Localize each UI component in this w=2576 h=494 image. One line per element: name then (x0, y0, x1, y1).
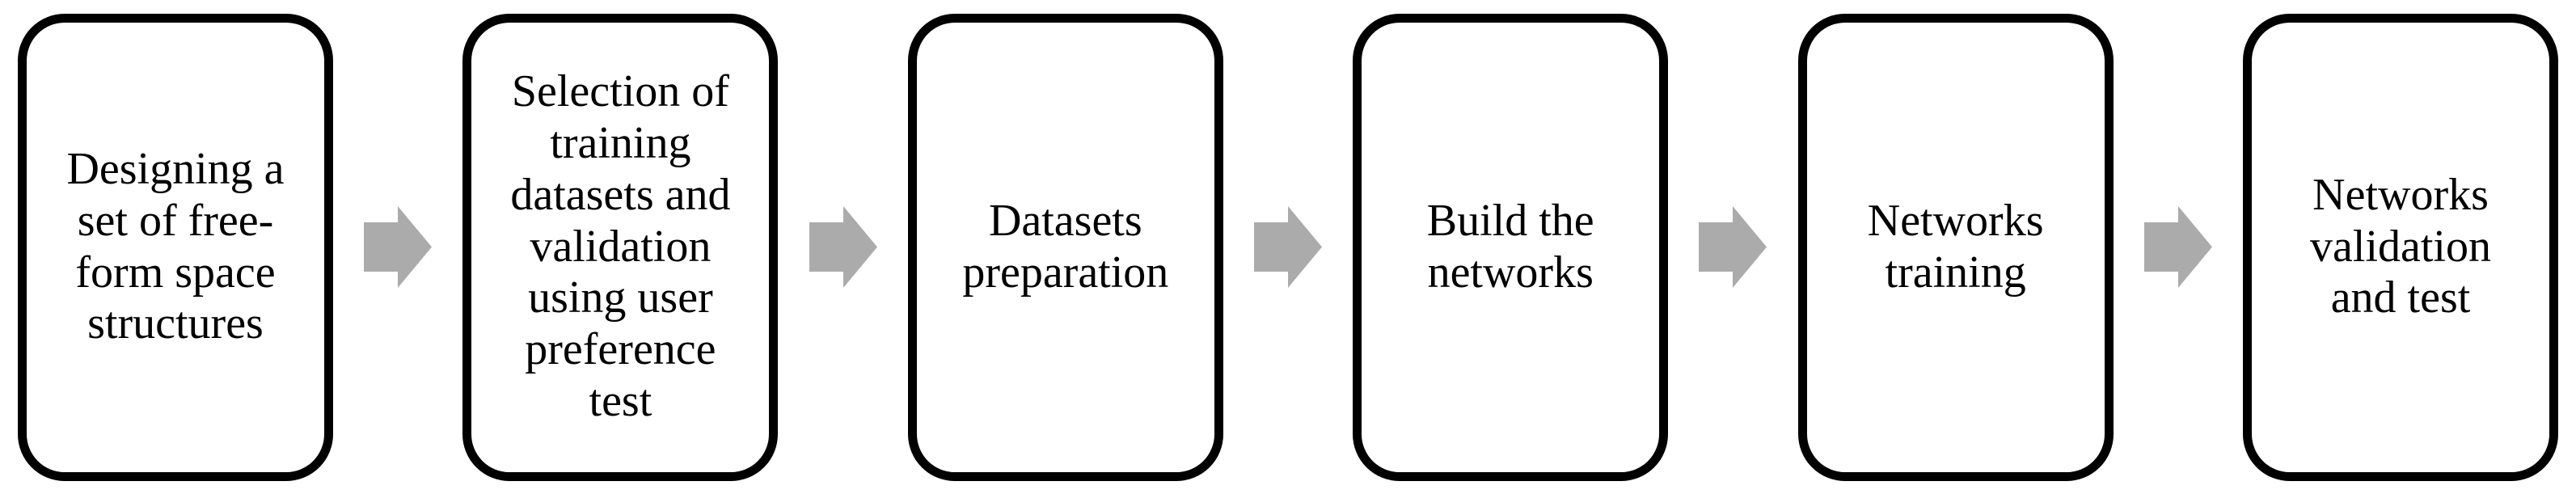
arrow-wrap (778, 206, 907, 288)
step-label: Selection of training datasets and valid… (510, 66, 731, 427)
right-block-arrow-icon (1699, 206, 1767, 288)
right-block-arrow-icon (364, 206, 433, 288)
right-block-arrow-icon (2143, 206, 2212, 288)
flow-step-select-datasets: Selection of training datasets and valid… (462, 13, 779, 481)
step-label: Networks validation and test (2310, 169, 2491, 323)
flow-step-build-networks: Build the networks (1353, 13, 1669, 481)
step-label: Build the networks (1426, 195, 1594, 298)
right-block-arrow-icon (1254, 206, 1323, 288)
step-label: Datasets preparation (962, 195, 1169, 298)
arrow-wrap (333, 206, 462, 288)
arrow-wrap (1668, 206, 1797, 288)
flow-step-networks-training: Networks training (1797, 13, 2114, 481)
flow-step-networks-validation: Networks validation and test (2243, 13, 2559, 481)
flow-step-design-structures: Designing a set of free- form space stru… (18, 13, 333, 481)
arrow-wrap (2114, 206, 2243, 288)
right-block-arrow-icon (809, 206, 877, 288)
step-label: Designing a set of free- form space stru… (66, 143, 285, 349)
arrow-wrap (1223, 206, 1353, 288)
step-label: Networks training (1867, 195, 2044, 298)
flow-step-datasets-preparation: Datasets preparation (907, 13, 1223, 481)
